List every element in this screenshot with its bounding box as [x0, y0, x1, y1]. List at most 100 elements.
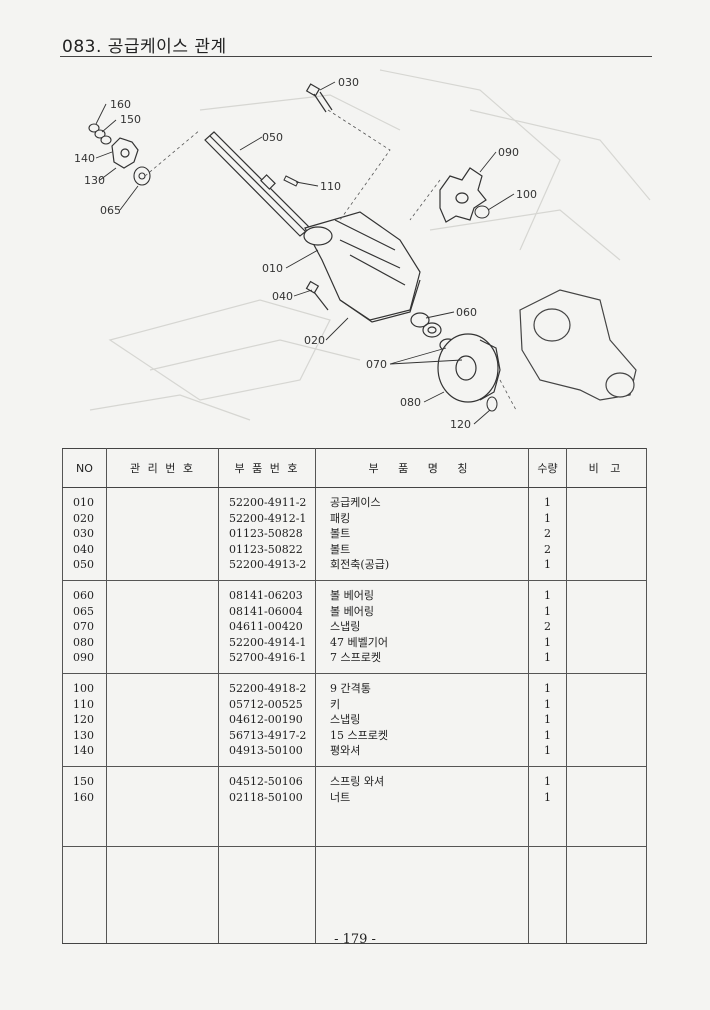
gear-housing	[519, 289, 637, 401]
empty-cell	[106, 846, 219, 944]
callout-010: 010	[262, 262, 283, 275]
part-qty: 1	[544, 589, 551, 602]
callout-labels: 030 160 150 050 140 090 130 110 100 065 …	[74, 76, 537, 431]
mgmt-number-cell	[106, 487, 219, 581]
part-number: 52200-4912-1	[229, 511, 307, 525]
empty-cell	[528, 846, 567, 944]
part-qty: 1	[544, 713, 551, 726]
callout-020: 020	[304, 334, 325, 347]
part-qty: 1	[544, 790, 551, 804]
spacer-100	[474, 205, 490, 219]
sprocket-130	[111, 137, 139, 169]
part-name: 9 간격통	[330, 682, 371, 695]
part-no-index: 140	[73, 744, 94, 757]
part-name: 공급케이스	[330, 496, 381, 509]
header-part-name: 부 품 명 칭	[315, 448, 529, 488]
part-name: 볼 베어링	[330, 589, 374, 602]
mgmt-number-cell	[106, 766, 219, 847]
part-name: 볼트	[330, 542, 351, 556]
callout-100: 100	[516, 188, 537, 201]
part-qty: 2	[544, 620, 551, 633]
part-number: 04512-50106	[229, 775, 303, 788]
empty-cell	[566, 846, 647, 944]
mgmt-number-cell	[106, 580, 219, 674]
key-110	[283, 175, 299, 187]
empty-cell	[218, 846, 316, 944]
callout-090: 090	[498, 146, 519, 159]
part-remarks-cell	[566, 580, 647, 674]
part-no-index: 090	[73, 651, 94, 664]
part-number: 52200-4914-1	[229, 635, 307, 649]
sprocket-090	[439, 167, 487, 223]
part-number: 08141-06004	[229, 604, 303, 618]
header-qty: 수량	[528, 448, 567, 488]
header-mgmt-no: 관 리 번 호	[106, 448, 219, 488]
part-number: 01123-50828	[229, 527, 303, 540]
assembly-lines	[144, 109, 517, 411]
part-qty: 2	[544, 527, 551, 540]
part-qty: 1	[544, 558, 551, 571]
callout-040: 040	[272, 290, 293, 303]
part-name: 평와셔	[330, 744, 361, 757]
callout-140: 140	[74, 152, 95, 165]
part-name: 볼 베어링	[330, 604, 374, 618]
part-qty: 1	[544, 775, 551, 788]
part-number: 05712-00525	[229, 697, 303, 711]
part-no-index: 120	[73, 713, 94, 726]
part-name: 15 스프로켓	[330, 728, 388, 742]
bearing-065	[133, 166, 151, 186]
part-name: 스냅링	[330, 620, 361, 633]
empty-cell	[62, 846, 107, 944]
bolt-040	[305, 280, 329, 311]
part-number: 52200-4918-2	[229, 682, 307, 695]
part-no-index: 050	[73, 558, 94, 571]
supply-case-010	[303, 211, 421, 321]
callout-050: 050	[262, 131, 283, 144]
part-name: 스프링 와셔	[330, 775, 385, 788]
callout-065: 065	[100, 204, 121, 217]
leader-lines	[95, 81, 515, 425]
callout-160: 160	[110, 98, 131, 111]
packing-020	[339, 279, 421, 323]
background-frame	[89, 69, 651, 421]
table-header-row: NO 관 리 번 호 부 품 번 호 부 품 명 칭 수량 비 고	[62, 448, 647, 488]
part-no-index: 070	[73, 620, 94, 633]
title-divider	[60, 56, 652, 57]
part-qty: 1	[544, 635, 551, 649]
part-name: 너트	[330, 790, 351, 804]
empty-cell	[315, 846, 529, 944]
callout-060: 060	[456, 306, 477, 319]
mgmt-number-cell	[106, 673, 219, 767]
part-name: 볼트	[330, 527, 351, 540]
part-remarks-cell	[566, 487, 647, 581]
part-qty: 1	[544, 697, 551, 711]
callout-120: 120	[450, 418, 471, 431]
part-no-index: 160	[73, 790, 94, 804]
part-qty: 1	[544, 682, 551, 695]
part-name: 패킹	[330, 511, 351, 525]
header-no: NO	[62, 448, 107, 488]
page-title: 083. 공급케이스 관계	[62, 37, 227, 57]
part-number: 04913-50100	[229, 744, 303, 757]
part-qty: 1	[544, 496, 551, 509]
part-qty: 1	[544, 728, 551, 742]
part-qty: 1	[544, 651, 551, 664]
